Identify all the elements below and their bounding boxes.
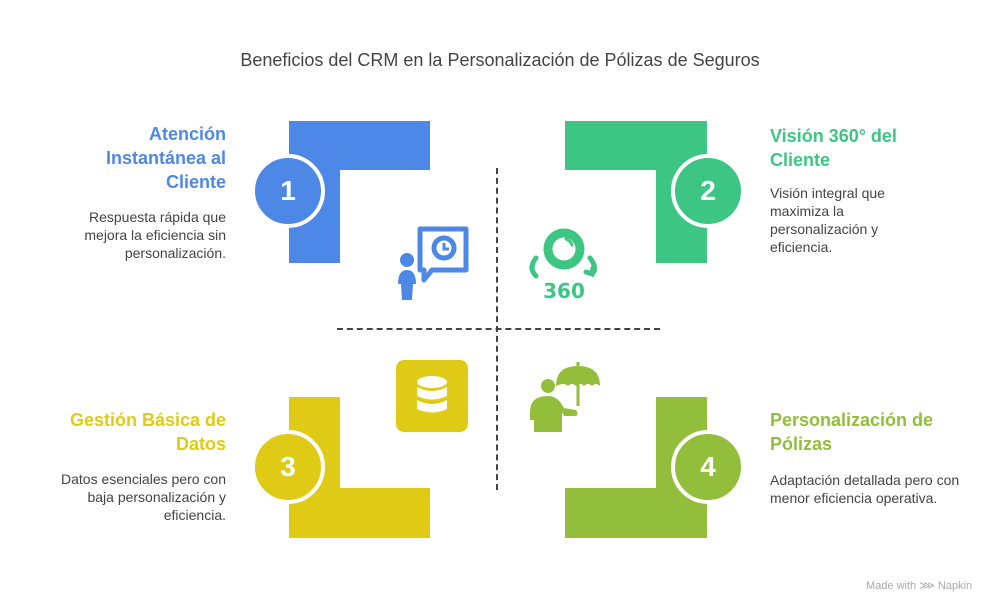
quadrant-3-heading: Gestión Básica de Datos [69, 410, 226, 454]
horizontal-divider [337, 328, 660, 330]
person-chat-clock-icon [398, 226, 469, 300]
quadrant-4-heading: Personalización de Pólizas [770, 410, 934, 454]
360-view-icon: 360 [529, 228, 598, 302]
made-with-label: Made with [866, 580, 917, 592]
database-icon [396, 360, 468, 432]
footer-attribution: Made with ⋙ Napkin [866, 579, 972, 592]
svg-text:360: 360 [543, 279, 585, 302]
quadrant-2-description: Visión integral que maximiza la personal… [770, 185, 885, 255]
quadrant-3-shape-bottom [289, 488, 430, 538]
quadrant-4-description: Adaptación detallada pero con menor efic… [770, 472, 960, 506]
quadrant-1-description: Respuesta rápida que mejora la eficienci… [84, 209, 226, 261]
page-title: Beneficios del CRM en la Personalización… [240, 50, 760, 70]
quadrant-4-shape-bottom [565, 488, 706, 538]
quadrant-2-heading: Visión 360° del Cliente [770, 126, 897, 170]
quadrant-1-heading: Atención Instantánea al Cliente [105, 124, 226, 192]
quadrant-1-number: 1 [251, 154, 325, 228]
quadrant-3-number: 3 [251, 430, 325, 504]
napkin-logo-icon: ⋙ [919, 580, 935, 592]
quadrant-4-number: 4 [671, 430, 745, 504]
quadrant-3-description: Datos esenciales pero con baja personali… [61, 471, 226, 523]
person-umbrella-icon [530, 362, 600, 432]
napkin-brand: Napkin [937, 580, 973, 592]
quadrant-2-number: 2 [671, 154, 745, 228]
